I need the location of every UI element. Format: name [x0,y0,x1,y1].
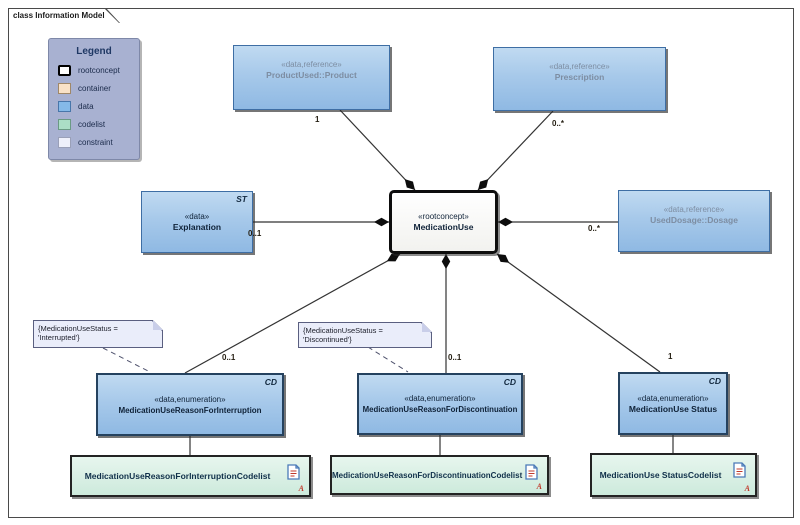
constraint-note-text: {MedicationUseStatus = 'Discontinued'} [299,323,431,347]
node-name: Prescription [554,72,605,82]
node-name: MedicationUse Status [628,403,718,414]
legend-item-label: constraint [78,137,113,147]
node-interruption-codelist[interactable]: MedicationUseReasonForInterruptionCodeli… [70,455,311,497]
node-name: MedicationUse [413,222,474,232]
node-name: UsedDosage::Dosage [650,215,738,225]
constraint-note-text: {MedicationUseStatus = 'Interrupted'} [34,321,162,347]
node-name: MedicationUseReasonForDiscontinuation [362,405,518,414]
multiplicity-discontinuation: 0..1 [448,353,462,362]
codelist-name: MedicationUse StatusCodelist [599,470,722,480]
node-medication-use-status[interactable]: CD «data,enumeration» MedicationUse Stat… [618,372,728,435]
node-reason-for-interruption[interactable]: CD «data,enumeration» MedicationUseReaso… [96,373,284,436]
multiplicity-prescription: 0..* [552,119,565,128]
legend-item-container: container [58,82,111,94]
diagram-tab-title: class Information Model [9,9,119,23]
constraint-note-discontinued[interactable]: {MedicationUseStatus = 'Discontinued'} [298,322,432,348]
node-reason-for-discontinuation[interactable]: CD «data,enumeration» MedicationUseReaso… [357,373,523,435]
node-discontinuation-codelist[interactable]: MedicationUseReasonForDiscontinuationCod… [330,455,549,495]
data-swatch [58,100,71,112]
multiplicity-status: 1 [668,352,673,361]
codelist-swatch [58,118,71,130]
type-marker-cd: CD [264,377,277,387]
node-stereotype: «data,enumeration» [154,394,226,404]
multiplicity-used-dosage: 0..* [588,224,601,233]
legend-item-data: data [58,100,94,112]
red-a-marker: A [298,484,304,493]
node-name: Explanation [172,222,222,232]
constraint-line-1: {MedicationUseStatus = [38,324,118,333]
codelist-name: MedicationUseReasonForDiscontinuationCod… [332,470,523,480]
legend: Legend rootconcept container data codeli… [48,38,140,160]
rootconcept-swatch [58,64,71,76]
constraint-line-2: 'Interrupted'} [38,333,80,342]
node-product-used[interactable]: «data,reference» ProductUsed::Product [233,45,390,110]
legend-item-codelist: codelist [58,118,105,130]
node-stereotype: «data,reference» [663,205,725,214]
document-icon [525,464,538,485]
red-a-marker: A [744,484,750,493]
node-explanation[interactable]: ST «data» Explanation [141,191,253,253]
legend-item-label: codelist [78,119,106,129]
codelist-name: MedicationUseReasonForInterruptionCodeli… [84,471,271,481]
type-marker-cd: CD [708,376,721,386]
node-name: MedicationUseReasonForInterruption [118,405,262,415]
legend-item-constraint: constraint [58,136,113,148]
constraint-note-interrupted[interactable]: {MedicationUseStatus = 'Interrupted'} [33,320,163,348]
multiplicity-interruption: 0..1 [222,353,236,362]
red-a-marker: A [536,482,542,491]
node-name: ProductUsed::Product [266,70,357,80]
constraint-line-2: 'Discontinued'} [303,335,352,344]
multiplicity-explanation: 0..1 [248,229,262,238]
document-icon [287,464,300,485]
legend-item-label: rootconcept [78,65,120,75]
constraint-line-1: {MedicationUseStatus = [303,326,383,335]
node-stereotype: «data,reference» [549,62,610,71]
note-fold-corner [153,320,163,330]
document-icon [733,462,746,483]
multiplicity-product: 1 [315,115,320,124]
node-stereotype: «data,enumeration» [404,394,476,403]
legend-item-rootconcept: rootconcept [58,64,120,76]
constraint-swatch [58,136,71,148]
node-prescription[interactable]: «data,reference» Prescription [493,47,666,111]
type-marker-cd: CD [503,377,516,387]
node-stereotype: «data,reference» [281,60,342,69]
container-swatch [58,82,71,94]
node-medication-use[interactable]: «rootconcept» MedicationUse [389,190,498,254]
node-status-codelist[interactable]: MedicationUse StatusCodelist A [590,453,757,497]
node-stereotype: «rootconcept» [418,212,469,221]
node-stereotype: «data,enumeration» [637,393,709,403]
diagram-tab: class Information Model [8,8,120,23]
type-marker-st: ST [236,194,247,204]
legend-title: Legend [76,46,112,57]
note-fold-corner [422,322,432,332]
node-used-dosage[interactable]: «data,reference» UsedDosage::Dosage [618,190,770,252]
legend-item-label: data [78,101,94,111]
node-stereotype: «data» [184,212,210,221]
legend-item-label: container [78,83,111,93]
